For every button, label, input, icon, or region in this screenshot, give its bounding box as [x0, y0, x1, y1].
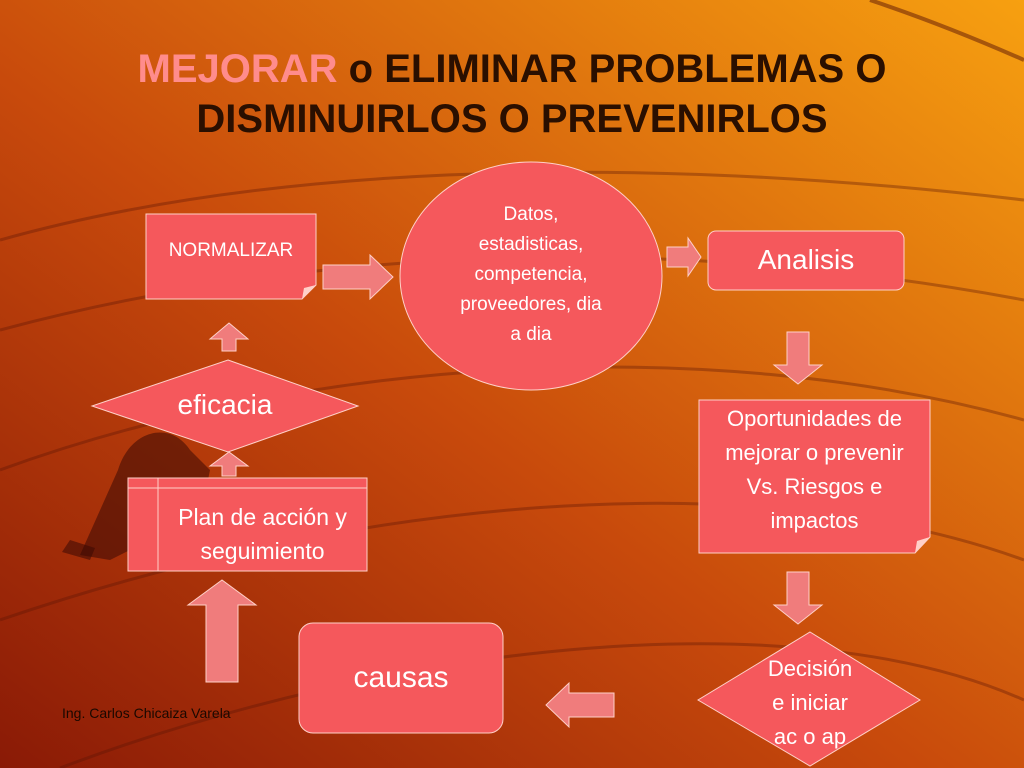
title-line1: o ELIMINAR PROBLEMAS O — [337, 47, 887, 91]
arrow-right-1 — [322, 253, 394, 301]
datos-ellipse — [399, 161, 663, 391]
decision-label: Decisión e iniciar ac o ap — [740, 652, 880, 754]
title-line2: DISMINUIRLOS O PREVENIRLOS — [196, 97, 828, 141]
plan-line: Plan de acción y — [178, 504, 347, 530]
decision-diamond — [697, 631, 921, 767]
oportunidades-line: Vs. Riesgos e — [746, 474, 883, 499]
plan-label: Plan de acción y seguimiento — [158, 500, 367, 568]
causas-shape — [298, 622, 504, 734]
title-highlight: MEJORAR — [137, 47, 338, 91]
causas-label: causas — [353, 661, 449, 694]
oportunidades-line: Oportunidades de — [727, 406, 902, 431]
arrow-left-1 — [545, 681, 615, 729]
arrow-up-big — [186, 579, 258, 683]
arrow-down-2 — [772, 571, 824, 625]
datos-line: proveedores, dia — [460, 294, 602, 315]
decision-line: e iniciar — [772, 690, 848, 715]
oportunidades-line: impactos — [770, 508, 859, 533]
oportunidades-line: mejorar o prevenir — [725, 440, 904, 465]
datos-line: estadisticas, — [478, 234, 584, 255]
analisis-label: Analisis — [757, 244, 855, 275]
eficacia-label: eficacia — [177, 389, 273, 420]
datos-line: competencia, — [474, 264, 588, 285]
footer-author: Ing. Carlos Chicaiza Varela — [62, 705, 231, 721]
plan-shape — [127, 477, 368, 572]
decision-line: ac o ap — [773, 724, 847, 749]
eficacia-diamond — [90, 359, 360, 453]
slide-title: MEJORAR o ELIMINAR PROBLEMAS O DISMINUIR… — [40, 44, 984, 144]
arrow-up-1 — [208, 451, 250, 477]
normalizar-label: NORMALIZAR — [168, 240, 294, 261]
datos-label: Datos, estadisticas, competencia, provee… — [430, 200, 632, 350]
datos-line: Datos, — [503, 204, 559, 225]
decision-line: Decisión — [767, 656, 853, 681]
arrow-down-1 — [772, 331, 824, 385]
arrow-right-2 — [666, 236, 702, 278]
oportunidades-label: Oportunidades de mejorar o prevenir Vs. … — [699, 402, 930, 538]
datos-line: a dia — [510, 324, 552, 345]
analisis-shape — [707, 230, 905, 291]
plan-line: seguimiento — [200, 538, 325, 564]
arrow-up-2 — [208, 322, 250, 352]
